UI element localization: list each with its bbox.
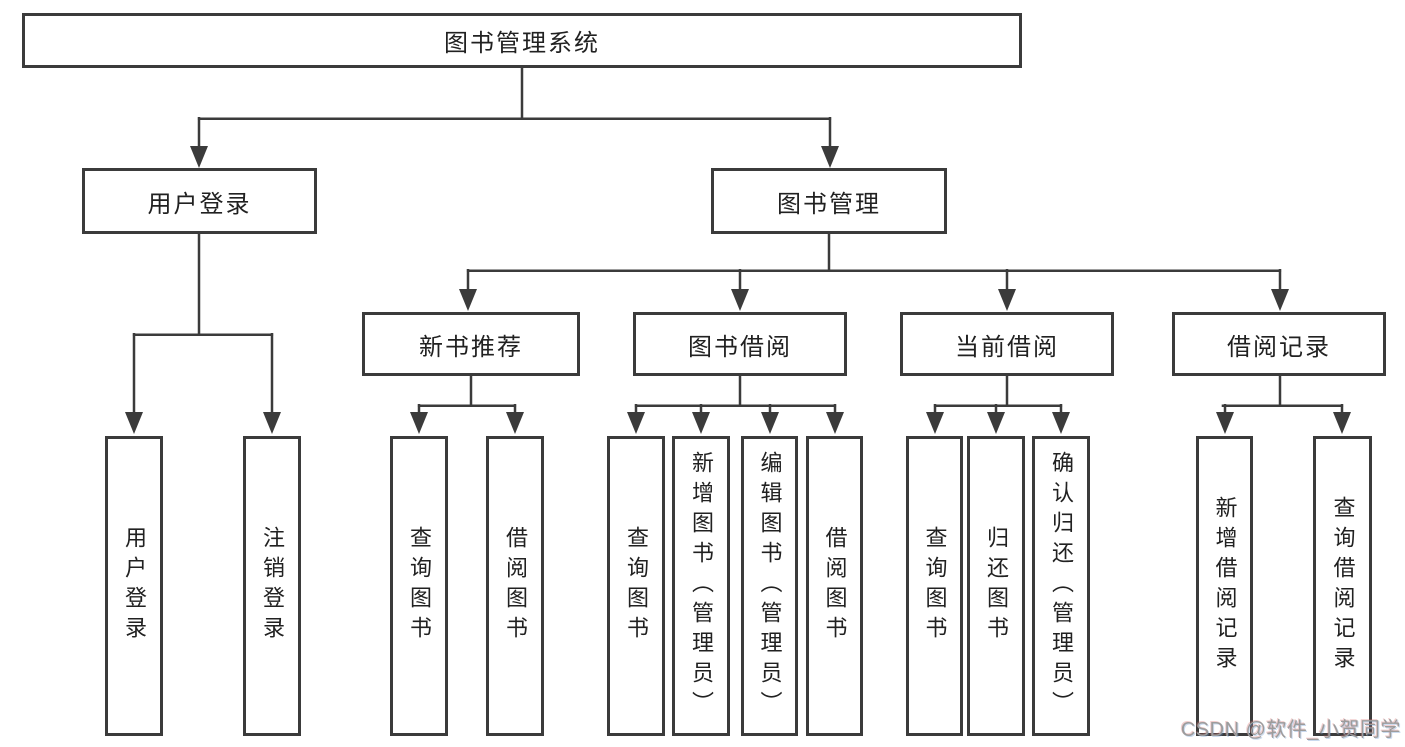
node-book-management: 图书管理 — [711, 168, 947, 234]
node-user-login: 用户登录 — [82, 168, 317, 234]
leaf-user-login: 用户登录 — [105, 436, 163, 736]
node-label: 新增借阅记录 — [1212, 496, 1238, 676]
leaf-return-books: 归还图书 — [967, 436, 1025, 736]
node-label: 查询图书 — [624, 526, 649, 646]
leaf-borrow-books: 借阅图书 — [806, 436, 863, 736]
leaf-query-borrow-record: 查询借阅记录 — [1313, 436, 1372, 736]
node-label: 新书推荐 — [419, 333, 523, 361]
leaf-borrow-books-recommend: 借阅图书 — [486, 436, 544, 736]
node-borrow-records: 借阅记录 — [1172, 312, 1386, 376]
node-label: 查询图书 — [407, 526, 432, 646]
node-book-borrowing: 图书借阅 — [633, 312, 847, 376]
node-new-book-recommend: 新书推荐 — [362, 312, 580, 376]
leaf-confirm-return-admin: 确认归还（管理员） — [1032, 436, 1090, 736]
leaf-add-borrow-record: 新增借阅记录 — [1196, 436, 1253, 736]
node-label: 确认归还（管理员） — [1049, 451, 1074, 721]
node-label: 图书管理系统 — [444, 30, 600, 57]
node-label: 当前借阅 — [955, 333, 1059, 361]
leaf-edit-books-admin: 编辑图书（管理员） — [741, 436, 798, 736]
node-root-system: 图书管理系统 — [22, 13, 1022, 68]
csdn-watermark: CSDN @软件_小贺同学 — [1180, 719, 1401, 741]
node-label: 借阅记录 — [1227, 333, 1331, 361]
node-label: 归还图书 — [984, 526, 1009, 646]
node-label: 查询借阅记录 — [1330, 496, 1356, 676]
node-label: 借阅图书 — [503, 526, 528, 646]
node-label: 用户登录 — [122, 526, 147, 646]
node-label: 编辑图书（管理员） — [757, 451, 783, 721]
leaf-query-books-current: 查询图书 — [906, 436, 963, 736]
node-label: 图书借阅 — [688, 333, 792, 361]
leaf-logout: 注销登录 — [243, 436, 301, 736]
node-label: 图书管理 — [777, 190, 881, 218]
node-label: 用户登录 — [147, 190, 252, 218]
leaf-query-books-recommend: 查询图书 — [390, 436, 448, 736]
node-label: 注销登录 — [260, 526, 285, 646]
leaf-query-books-borrowing: 查询图书 — [607, 436, 665, 736]
node-label: 查询图书 — [922, 526, 948, 646]
node-current-borrowing: 当前借阅 — [900, 312, 1114, 376]
node-label: 新增图书（管理员） — [689, 451, 714, 721]
leaf-add-books-admin: 新增图书（管理员） — [672, 436, 730, 736]
node-label: 借阅图书 — [822, 526, 848, 646]
